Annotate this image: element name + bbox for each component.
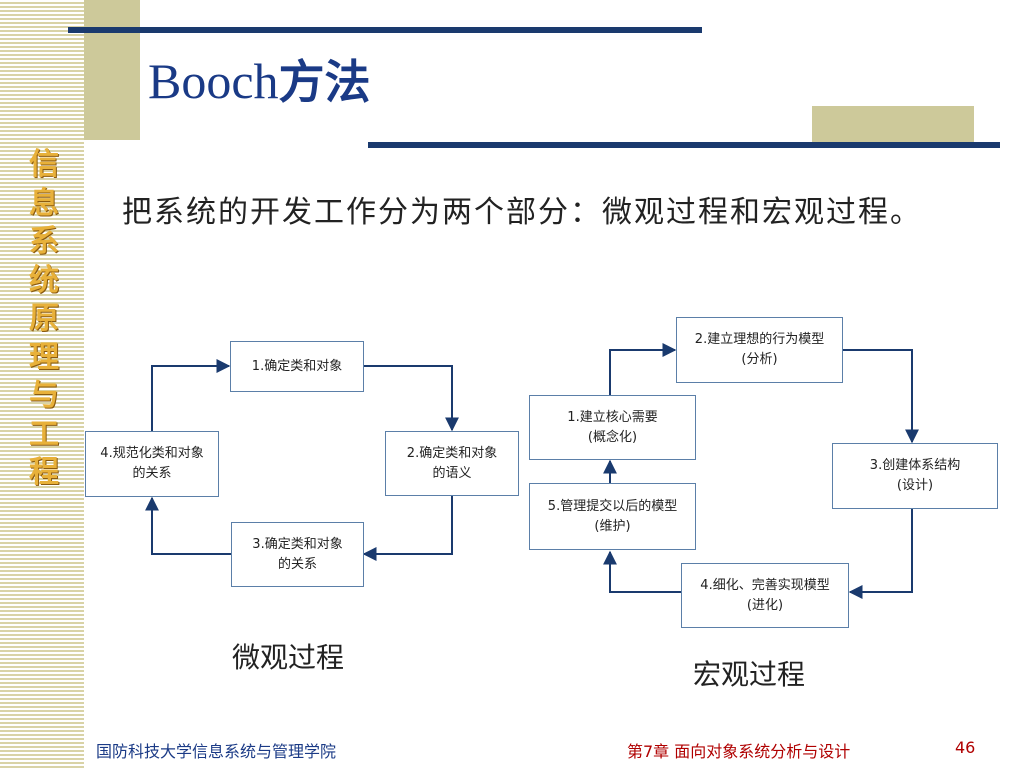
micro-process-label: 微观过程 (232, 641, 345, 674)
micro-arrow-2-3 (362, 496, 453, 561)
footer-chapter: 第7章 面向对象系统分析与设计 (627, 742, 851, 761)
side-title-char: 息 (29, 185, 59, 221)
macro-box-2: 2.建立理想的行为模型 (分析) (676, 317, 843, 383)
tan-block-top (84, 0, 140, 140)
side-title-char: 信 (29, 147, 59, 182)
side-stripe (0, 0, 84, 768)
micro-box-4: 4.规范化类和对象的关系 (85, 431, 219, 497)
side-title-char: 系 (29, 224, 59, 259)
micro-box-2: 2.确定类和对象的语义 (385, 431, 519, 496)
macro-arrow-4-5 (603, 550, 682, 593)
macro-process-label: 宏观过程 (693, 658, 806, 691)
side-title-char: 与 (29, 378, 59, 413)
title-latin: Booch (148, 53, 279, 109)
side-title-char: 统 (29, 262, 59, 298)
micro-arrow-1-2 (364, 365, 459, 432)
micro-box-1: 1.确定类和对象 (230, 341, 364, 392)
navy-rule-top (68, 27, 702, 33)
macro-box-5: 5.管理提交以后的模型 (维护) (529, 483, 696, 550)
side-title-char: 理 (29, 339, 59, 375)
macro-arrow-3-4 (848, 509, 913, 599)
tan-block-right (812, 106, 974, 144)
macro-box-3: 3.创建体系结构 (设计) (832, 443, 998, 509)
macro-arrow-1-2 (609, 343, 677, 395)
side-title: 信 息 系 统 原 理 与 工 程 (18, 146, 70, 493)
micro-arrow-3-4 (145, 496, 231, 555)
navy-rule-mid (368, 142, 1000, 148)
side-title-char: 程 (29, 455, 59, 490)
side-title-char: 工 (29, 416, 59, 452)
page-title: Booch方法 (148, 46, 371, 112)
body-text: 把系统的开发工作分为两个部分：微观过程和宏观过程。 (122, 195, 922, 230)
macro-box-4: 4.细化、完善实现模型 (进化) (681, 563, 849, 628)
footer-institution: 国防科技大学信息系统与管理学院 (96, 742, 337, 761)
macro-box-1: 1.建立核心需要 (概念化) (529, 395, 696, 460)
macro-arrow-2-3 (843, 349, 919, 444)
title-chinese: 方法 (278, 55, 371, 109)
micro-box-3: 3.确定类和对象的关系 (231, 522, 364, 587)
micro-arrow-4-1 (151, 359, 231, 441)
footer-page-number: 46 (955, 738, 976, 757)
side-title-char: 原 (29, 301, 59, 336)
